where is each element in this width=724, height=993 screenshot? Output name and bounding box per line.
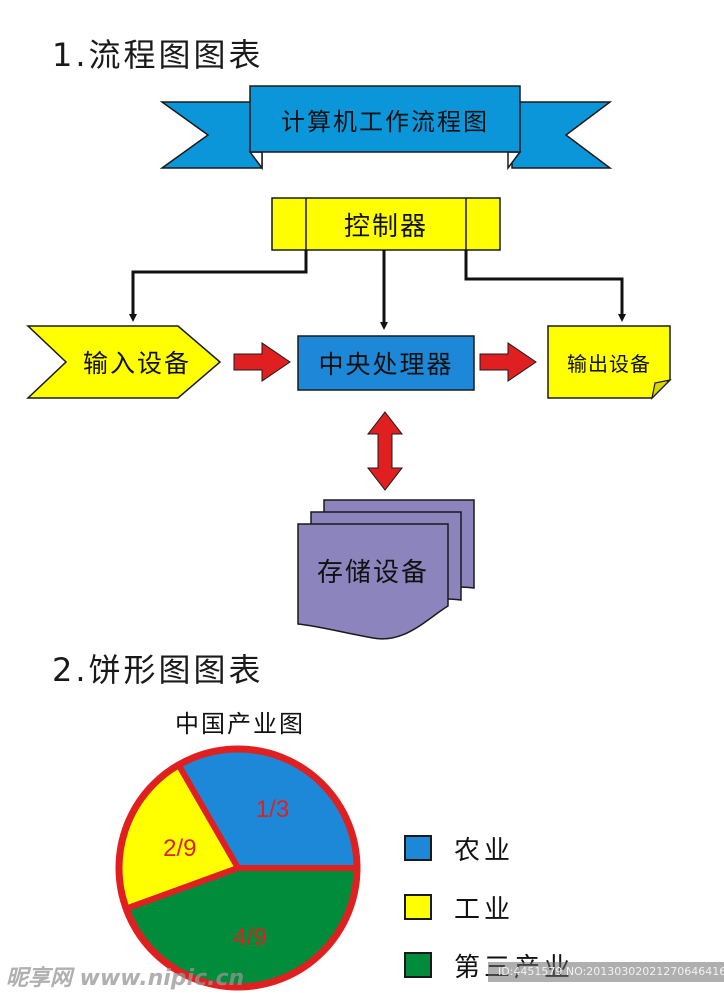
ribbon-center bbox=[249, 85, 521, 153]
legend-item-agriculture: 农业 bbox=[404, 833, 514, 866]
legend-label-agriculture: 农业 bbox=[454, 835, 515, 866]
storage-shape bbox=[297, 499, 475, 640]
input-device-label: 输入设备 bbox=[82, 349, 191, 378]
output-device-fold bbox=[651, 379, 672, 400]
banner-ribbon bbox=[159, 85, 613, 171]
arrow-input-to-cpu bbox=[233, 342, 291, 382]
arrow-cpu-storage bbox=[366, 411, 404, 491]
cpu-box bbox=[297, 335, 475, 391]
pie-label-industry: 2/9 bbox=[163, 835, 196, 862]
cpu-label: 中央处理器 bbox=[318, 350, 454, 379]
pie-label-agriculture: 1/3 bbox=[256, 796, 289, 823]
storage-label: 存储设备 bbox=[316, 557, 429, 588]
arrow-controller-to-input bbox=[129, 250, 308, 322]
legend-swatch-agriculture bbox=[404, 835, 432, 861]
legend-item-industry: 工业 bbox=[404, 892, 514, 925]
input-device-shape bbox=[26, 325, 222, 399]
watermark-id: ID:4451579 NO:20130302021270646416 bbox=[488, 962, 724, 982]
legend-label-industry: 工业 bbox=[454, 894, 515, 925]
controller-box bbox=[271, 197, 501, 251]
section-1-heading: 1.流程图图表 bbox=[52, 36, 264, 74]
arrow-controller-to-output bbox=[464, 250, 626, 322]
section-2-heading: 2.饼形图图表 bbox=[52, 651, 264, 689]
pie-chart: 1/3 2/9 4/9 bbox=[115, 745, 361, 991]
legend-swatch-industry bbox=[404, 894, 432, 920]
output-device-label: 输出设备 bbox=[567, 351, 651, 376]
pie-label-tertiary: 4/9 bbox=[233, 924, 266, 951]
ribbon-left-tail bbox=[159, 101, 263, 169]
ribbon-right-tail bbox=[511, 101, 613, 169]
arrow-cpu-to-output bbox=[479, 342, 537, 382]
legend-swatch-tertiary bbox=[404, 952, 432, 978]
banner-title: 计算机工作流程图 bbox=[281, 107, 489, 136]
controller-label: 控制器 bbox=[343, 211, 428, 242]
pie-outline bbox=[115, 745, 361, 991]
watermark-left: 昵享网 www.nipic.cn bbox=[6, 966, 245, 991]
chart-title: 中国产业图 bbox=[175, 709, 305, 738]
